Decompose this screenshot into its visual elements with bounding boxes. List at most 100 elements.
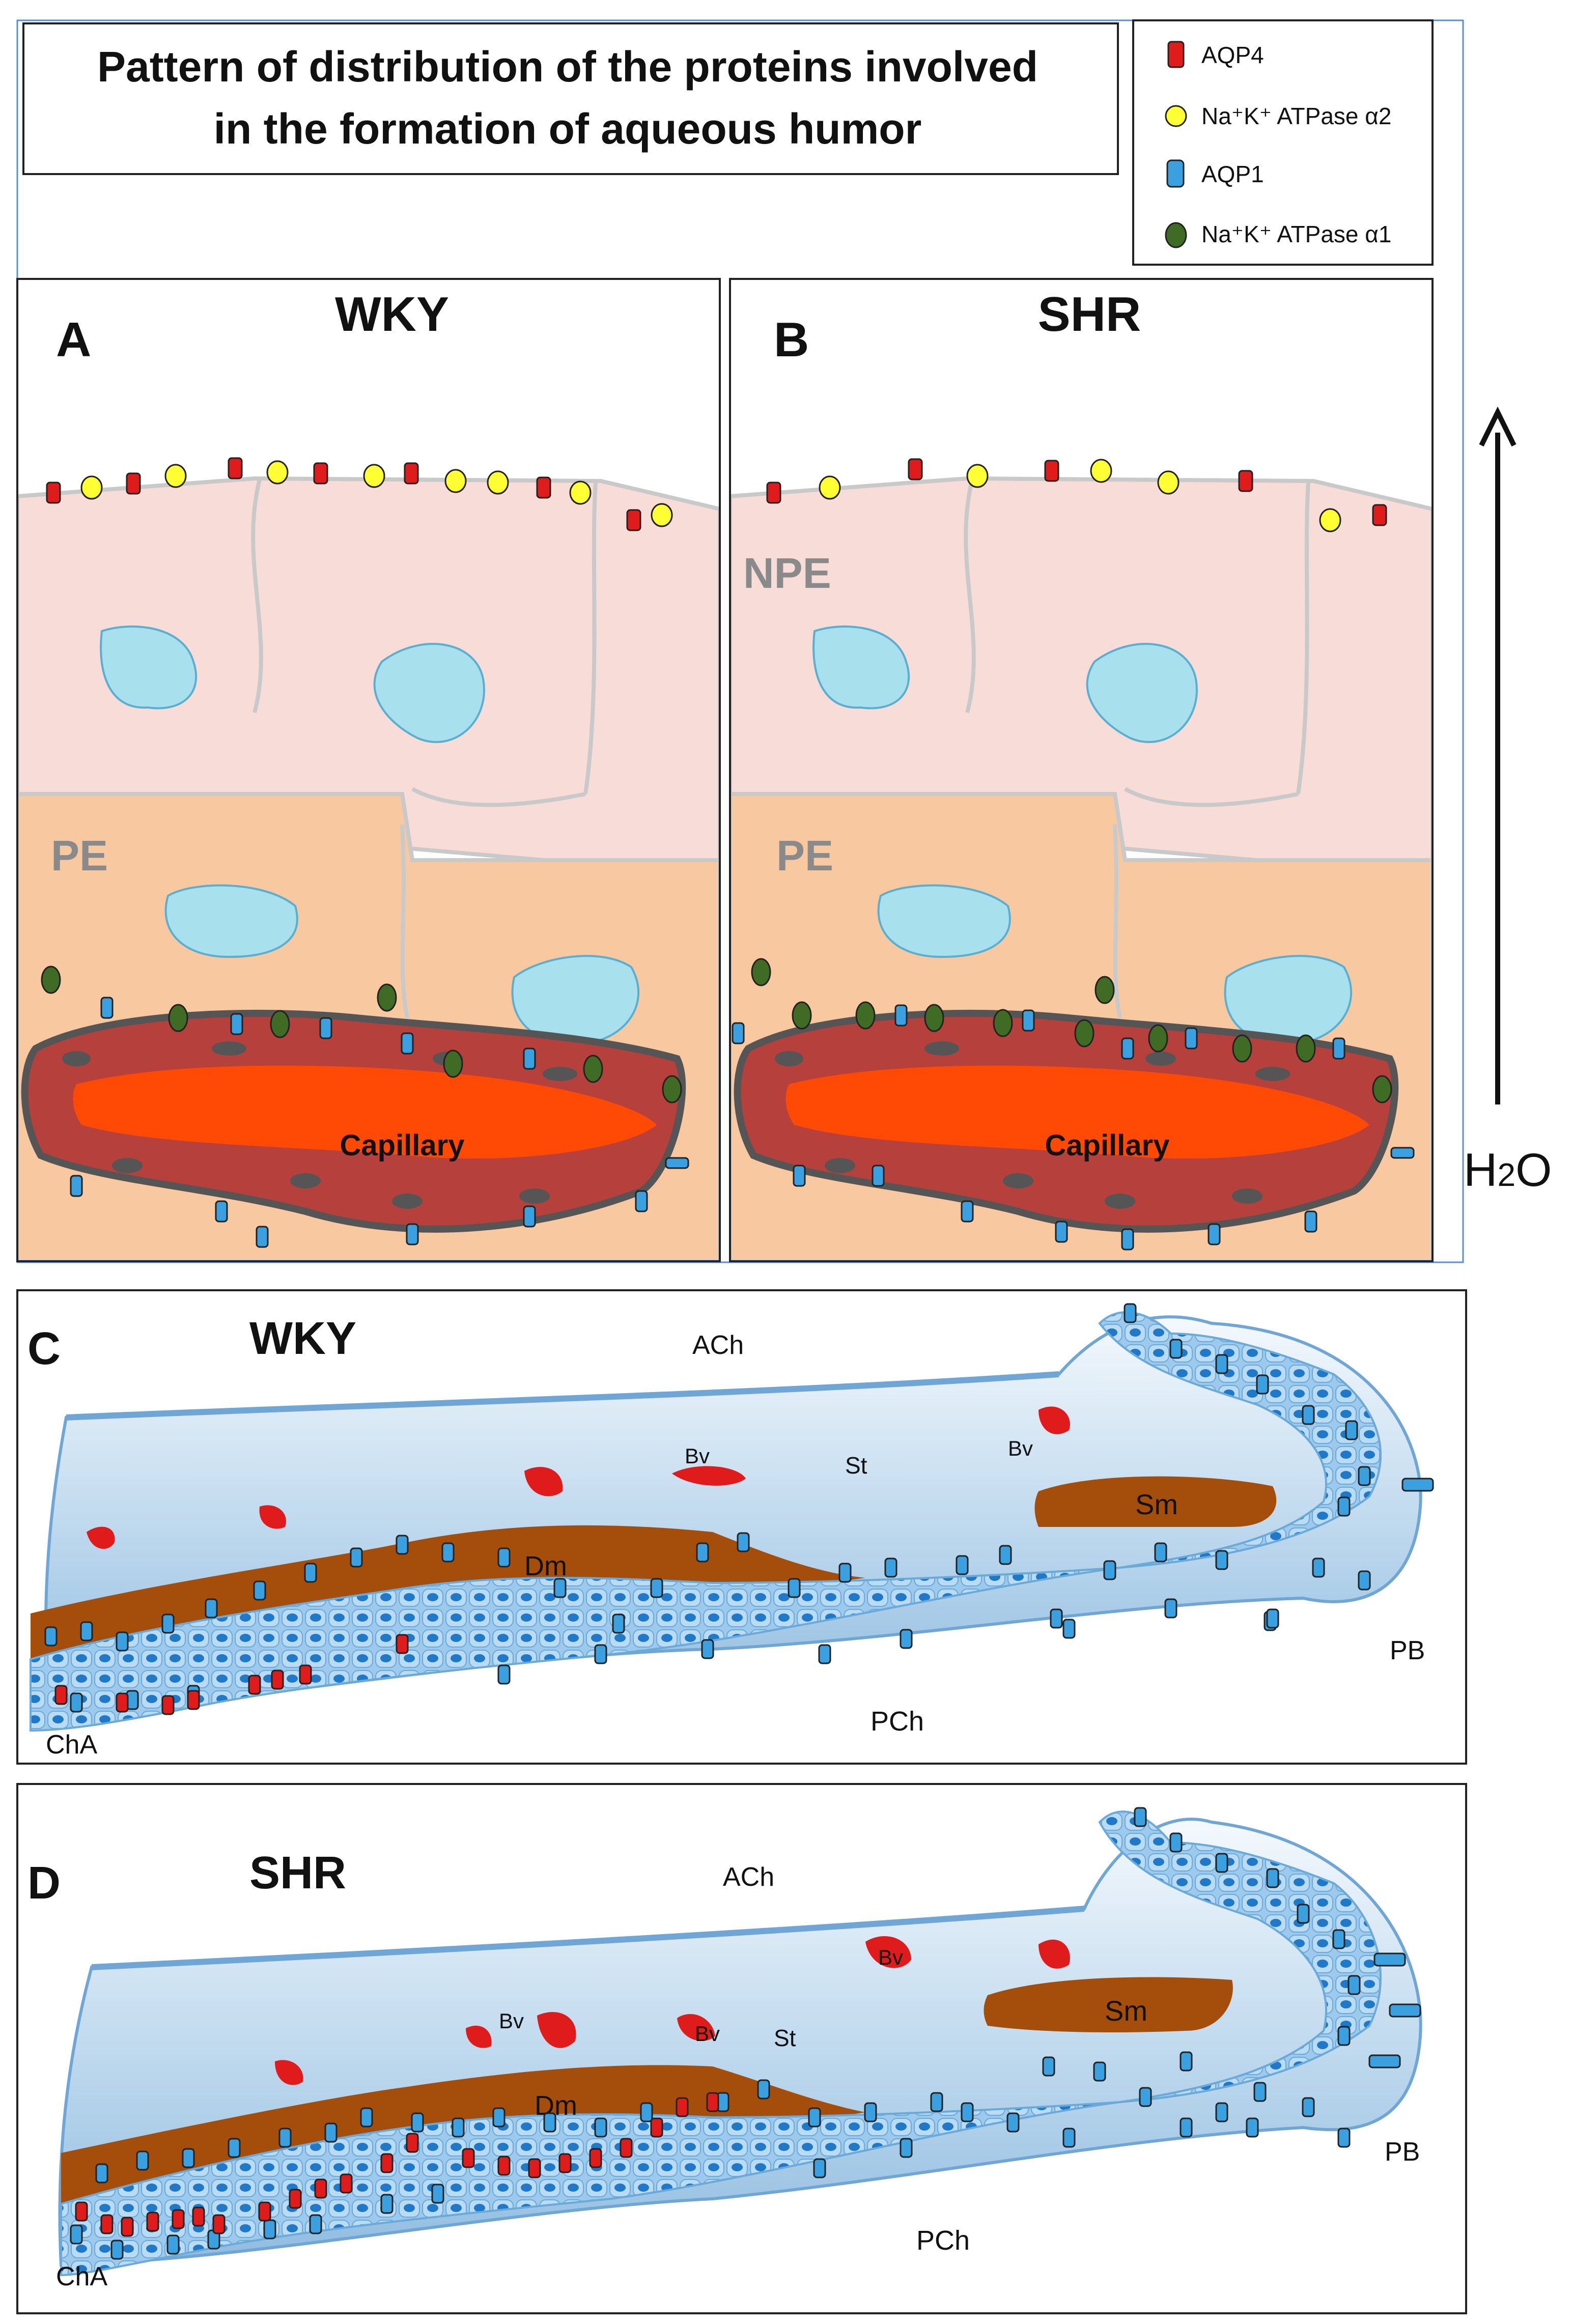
- aqp1-marker: [1180, 2117, 1193, 2138]
- aqp1-marker: [872, 1165, 885, 1187]
- aqp1-marker: [838, 1563, 852, 1583]
- aqp1-marker: [612, 1613, 625, 1634]
- aqp1-marker: [406, 1223, 419, 1245]
- panel-d: D SHR ACh Bv Bv Bv St Sm Dm PB PCh ChA: [16, 1783, 1467, 2314]
- aqp1-marker: [350, 1547, 363, 1568]
- aqp1-marker: [1302, 1405, 1315, 1425]
- endothelial-nuclei-b: [775, 1041, 1290, 1209]
- aqp1-marker: [70, 1692, 83, 1713]
- panel-a-pe-label: PE: [51, 832, 108, 880]
- aqp1-marker: [1348, 1975, 1361, 1995]
- aqp1-marker: [441, 1542, 455, 1563]
- atp-a2-marker: [266, 460, 289, 485]
- legend-aqp4-label: AQP4: [1201, 42, 1264, 68]
- aqp1-marker: [1055, 1221, 1068, 1243]
- aqp4-marker: [126, 472, 141, 495]
- atp-a1-marker: [993, 1009, 1013, 1037]
- aqp1-marker: [1169, 1832, 1183, 1853]
- aqp1-marker: [757, 2079, 770, 2100]
- aqp4-marker: [313, 462, 328, 485]
- aqp1-marker: [228, 2138, 241, 2158]
- aqp4-marker: [271, 1669, 284, 1690]
- capillary-lumen-a: [73, 1065, 657, 1159]
- aqp1-marker: [95, 2163, 108, 2184]
- atp-a1-marker: [1296, 1034, 1316, 1063]
- atp-a1-marker: [1148, 1024, 1168, 1053]
- aqp4-marker: [404, 462, 419, 485]
- aqp1-marker: [1302, 2097, 1315, 2117]
- panel-b-strain: SHR: [1038, 287, 1141, 342]
- legend-aqp1-icon: [1166, 159, 1185, 188]
- aqp1-marker: [1134, 1807, 1147, 1827]
- panel-d-letter: D: [27, 1858, 61, 1909]
- aqp1-marker: [884, 1557, 897, 1578]
- atp-a2-marker: [444, 469, 467, 493]
- aqp4-marker: [340, 2173, 353, 2194]
- aqp4-marker: [706, 2092, 719, 2112]
- panel-c-pb: PB: [1390, 1636, 1425, 1665]
- atp-a1-marker: [662, 1075, 682, 1103]
- atp-a2-marker: [164, 464, 187, 488]
- aqp1-marker: [961, 1200, 974, 1223]
- panel-d-cha: ChA: [56, 2262, 107, 2291]
- aqp1-marker: [1304, 1210, 1317, 1233]
- markers-c: [44, 1303, 1434, 1715]
- panel-b-capillary-label: Capillary: [1045, 1129, 1170, 1162]
- aqp1-marker: [900, 2138, 913, 2158]
- aqp4-marker: [192, 2206, 205, 2227]
- panel-d-st: St: [774, 2025, 796, 2051]
- aqp4-marker: [650, 2117, 663, 2138]
- legend: AQP4 Na⁺K⁺ ATPase α2 AQP1 Na⁺K⁺ ATPase α…: [1132, 19, 1434, 266]
- panel-d-bv2: Bv: [695, 2022, 720, 2046]
- aqp1-marker: [1215, 1853, 1228, 1873]
- aqp1-marker: [1312, 1557, 1325, 1578]
- aqp1-marker: [166, 2234, 180, 2255]
- atp-a2-marker: [363, 464, 385, 488]
- atp-a2-marker: [1319, 508, 1341, 532]
- aqp1-marker: [1337, 2026, 1351, 2046]
- atp-a1-marker: [270, 1010, 290, 1038]
- aqp1-marker: [256, 1226, 269, 1248]
- aqp1-marker: [319, 1017, 332, 1039]
- aqp1-marker: [497, 1664, 511, 1685]
- aqp1-marker: [1164, 1598, 1177, 1619]
- aqp1-marker: [696, 1542, 709, 1563]
- aqp4-marker: [908, 458, 923, 480]
- aqp1-marker: [497, 1547, 511, 1568]
- aqp4-marker: [626, 509, 641, 531]
- aqp1-marker: [492, 2107, 506, 2128]
- nucleus-b1: [812, 625, 910, 710]
- aqp1-marker: [100, 997, 114, 1019]
- aqp1-marker: [1050, 1608, 1063, 1629]
- aqp1-marker: [894, 1004, 908, 1027]
- nucleus-b3: [877, 884, 1011, 958]
- aqp1-marker: [1185, 1027, 1198, 1050]
- aqp1-marker: [594, 1644, 607, 1664]
- aqp1-marker: [161, 1613, 175, 1634]
- atp-a1-marker: [41, 966, 61, 994]
- aqp4-marker: [299, 1664, 312, 1685]
- atp-a2-marker: [819, 475, 841, 500]
- panel-c-strain: WKY: [249, 1313, 356, 1364]
- atp-a2-marker: [80, 475, 103, 500]
- aqp1-marker: [1042, 2056, 1055, 2077]
- atp-a2-marker: [651, 503, 673, 527]
- legend-aqp1-label: AQP1: [1201, 161, 1264, 187]
- aqp1-marker: [1062, 2128, 1076, 2148]
- aqp1-marker: [737, 1532, 750, 1552]
- nucleus-a4: [511, 955, 640, 1045]
- aqp4-marker: [396, 1634, 409, 1654]
- aqp4-marker: [289, 2189, 302, 2209]
- atp-a1-marker: [377, 983, 397, 1012]
- aqp1-marker: [1246, 2117, 1259, 2138]
- aqp4-marker: [676, 2097, 689, 2117]
- aqp1-marker: [116, 1631, 129, 1652]
- aqp1-marker: [553, 1578, 567, 1598]
- aqp1-marker: [1154, 1542, 1167, 1563]
- h2o-label: H2O: [1464, 1144, 1552, 1196]
- nucleus-b4: [1224, 955, 1353, 1045]
- aqp1-marker: [1358, 1570, 1371, 1591]
- nucleus-b2: [1086, 643, 1198, 743]
- aqp1-marker: [1180, 2051, 1193, 2072]
- panel-c-st: St: [845, 1452, 867, 1479]
